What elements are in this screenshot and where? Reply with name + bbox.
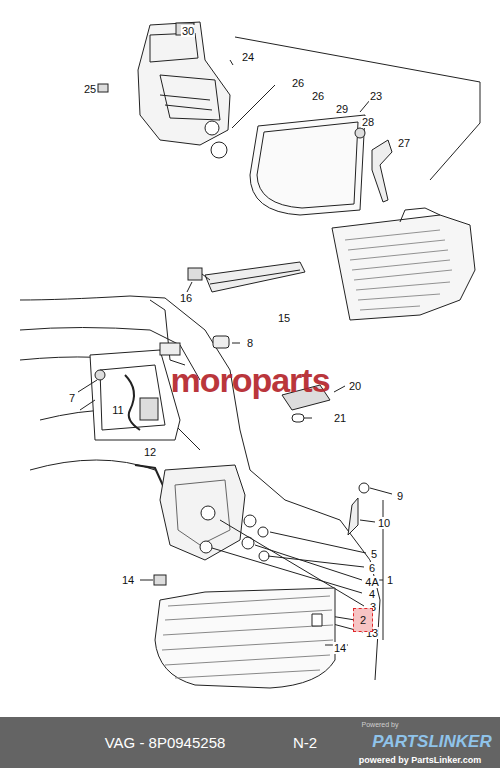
logo-caption: Powered by [362,721,399,728]
callout-number: 27 [397,137,411,149]
callout-number: 7 [68,392,76,404]
callout-number: 10 [377,517,391,529]
callout-number: 8 [246,337,254,349]
callout-number: 14 [121,574,135,586]
watermark: moroparts [170,361,329,400]
callout-number: 11 [111,404,124,416]
callout-number: 16 [179,292,193,304]
part-position: N-2 [293,735,317,750]
callout-number: 25 [83,83,97,95]
part-number: VAG - 8P0945258 [105,735,226,750]
logo-text: PARTSLINKER [372,733,491,750]
callout-number: 30 [181,25,195,37]
logo-caption: powered by PartsLinker.com [359,756,482,765]
callout-number: 21 [333,412,347,424]
callout-number: 24 [241,51,255,63]
callout-number: 12 [143,446,157,458]
callout-number: 2 [360,614,366,626]
callout-number: 26 [291,77,305,89]
callout-number: 29 [335,103,349,115]
callout-number: 23 [369,90,383,102]
callout-number: 26 [311,90,325,102]
callout-number: 1 [386,574,394,586]
footer-band: VAG - 8P0945258 N-2 Powered by PARTSLINKER p… [0,717,500,768]
highlight-box: 2 [353,608,373,632]
callout-number: 28 [361,116,375,128]
callout-number: 4A [364,576,379,588]
callout-number: 14 [333,642,347,654]
callout-number: 4 [368,588,376,600]
callout-number: 20 [348,380,362,392]
callout-number: 15 [277,312,291,324]
callout-number: 6 [368,562,376,574]
callout-number: 5 [370,548,378,560]
callout-number: 9 [396,490,404,502]
